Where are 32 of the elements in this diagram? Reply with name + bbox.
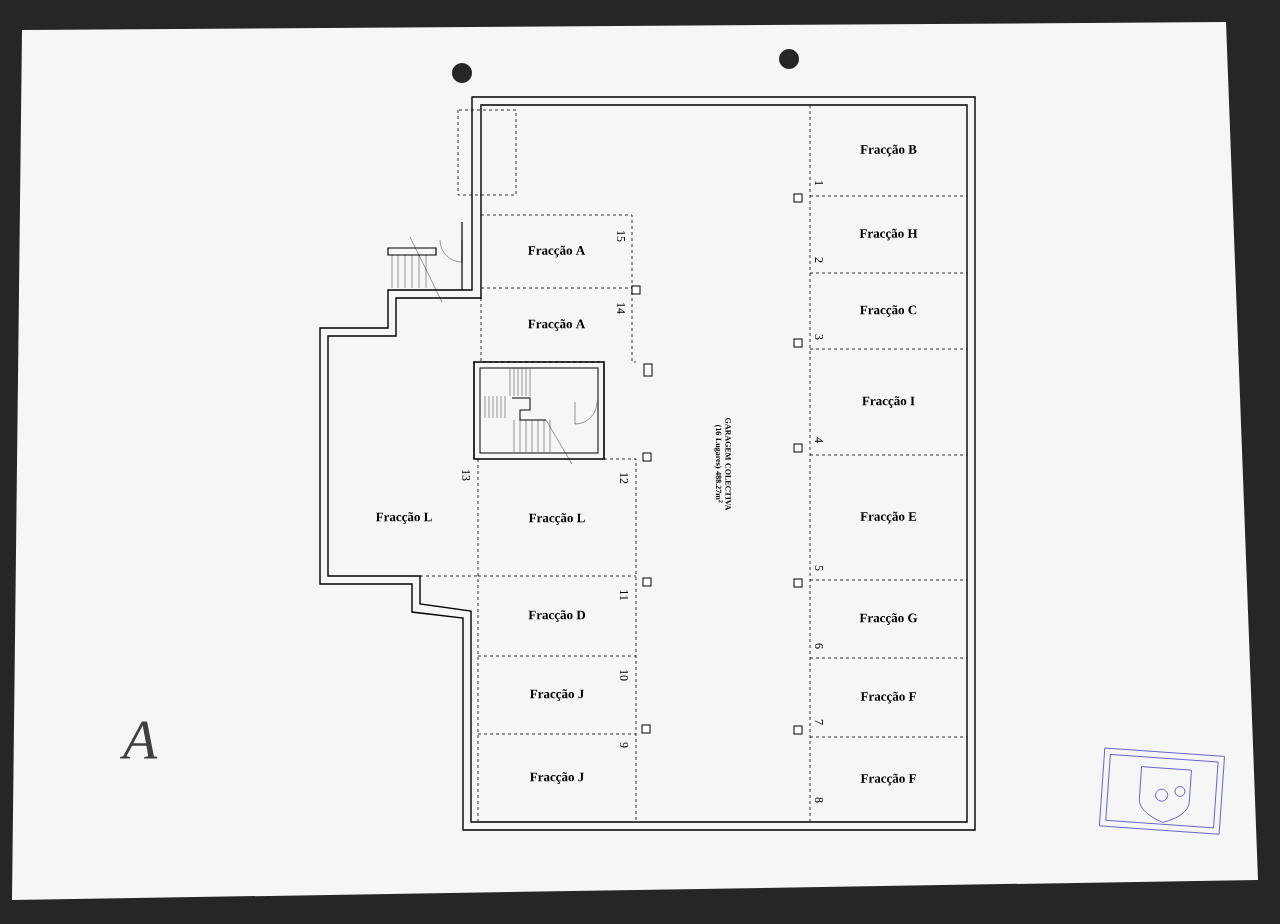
unit-area: Fracção G <box>859 613 918 625</box>
space-number: 11 <box>620 590 628 601</box>
space-number: 13 <box>462 470 471 481</box>
space-number: 9 <box>620 742 629 748</box>
unit-area: Fracção C <box>860 305 917 317</box>
unit-area: Fracção J <box>529 772 584 784</box>
space-number: 8 <box>814 797 824 803</box>
space-number: 2 <box>815 257 823 263</box>
unit-area: Fracção H <box>859 228 918 241</box>
space-number: 7 <box>815 719 823 725</box>
unit-area: Fracção E <box>860 511 917 524</box>
unit-area: Fracção L <box>528 513 585 525</box>
space-number: 14 <box>617 303 625 314</box>
unit-area: Fracção A <box>528 245 586 258</box>
space-number: 5 <box>815 565 823 571</box>
unit-area: Fracção D <box>528 610 586 622</box>
space-number: 10 <box>619 670 629 681</box>
area-label: GARAGEM COLECTIVA (16 Lugares) 488.27m$^{2}$ <box>714 418 731 511</box>
space-number: 12 <box>620 473 628 484</box>
unit-area: Fracção J <box>529 689 584 701</box>
unit-area: Fracção B <box>860 144 917 157</box>
unit-area: Fracção A <box>528 319 586 331</box>
unit-area: Fracção F <box>860 773 916 786</box>
space-number: 4 <box>815 437 823 443</box>
unit-area: Fracção F <box>860 691 916 704</box>
unit-area: Fracção I <box>862 396 915 408</box>
space-number: 1 <box>815 181 823 186</box>
unit-area: Fracção L <box>375 512 432 524</box>
space-number: 3 <box>815 334 824 340</box>
space-number: 6 <box>815 643 824 649</box>
space-number: 15 <box>617 231 625 242</box>
handwritten-mark: A <box>119 721 158 759</box>
